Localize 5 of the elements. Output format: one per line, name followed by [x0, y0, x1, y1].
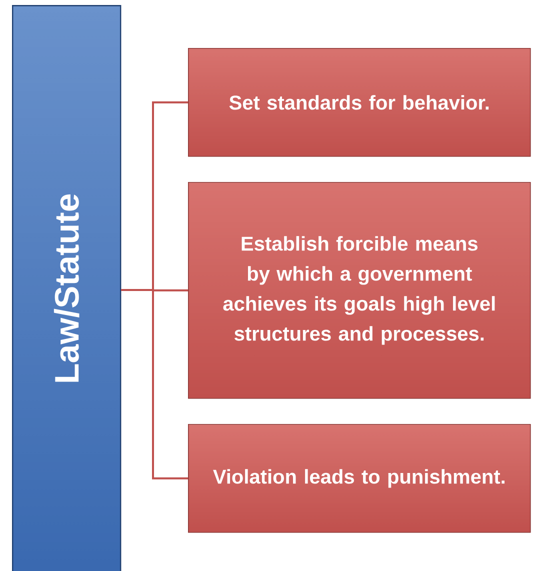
connector-line — [121, 289, 188, 480]
text-box: Set standards for behavior. — [188, 48, 531, 157]
text-box: Violation leads to punishment. — [188, 424, 531, 533]
text-box: Establish forcible means by which a government achieves its goals high level structures and processes. — [188, 182, 531, 399]
title-bar: Law/Statute — [12, 5, 122, 571]
